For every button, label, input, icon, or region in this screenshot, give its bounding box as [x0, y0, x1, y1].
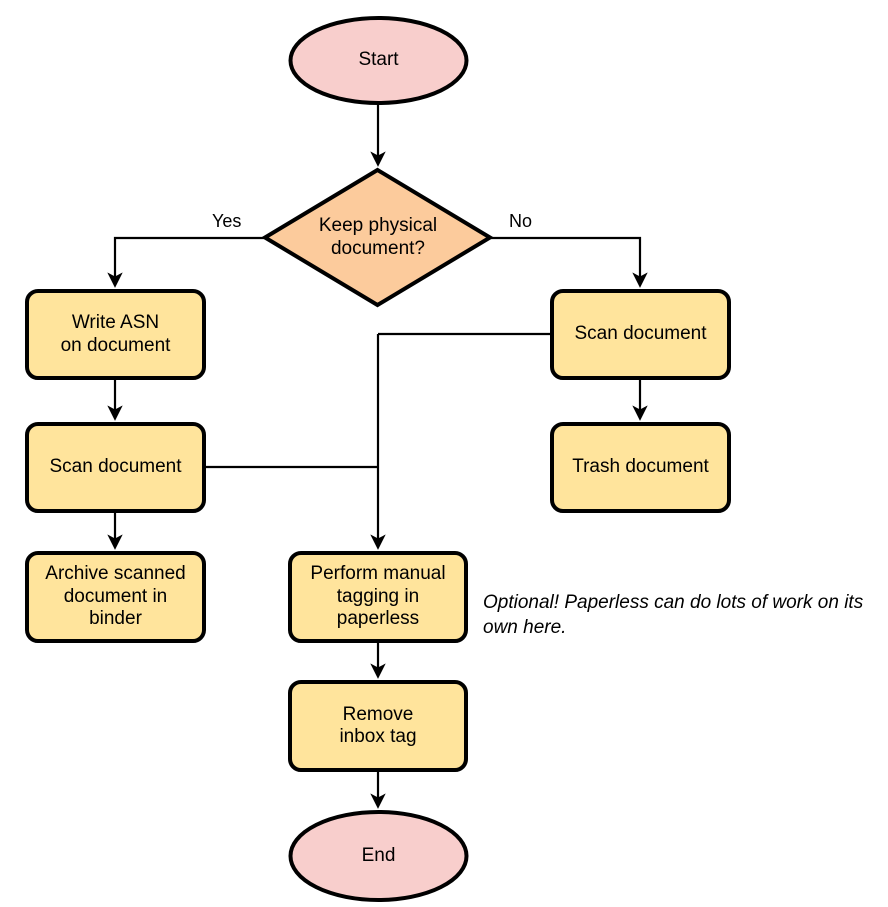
node-trash[interactable]	[552, 424, 729, 511]
node-archive[interactable]	[27, 553, 204, 641]
node-end-shape[interactable]	[288, 810, 469, 902]
edge-decision-yes-to-write-asn	[107, 236, 265, 288]
node-write-asn[interactable]	[27, 291, 204, 378]
node-tagging-shape[interactable]	[288, 551, 468, 643]
node-write-asn-shape[interactable]	[25, 289, 206, 380]
optional-note: Optional! Paperless can do lots of work …	[483, 592, 864, 639]
node-start[interactable]	[290, 18, 467, 103]
node-layer	[25, 16, 731, 902]
edge-layer	[107, 103, 648, 809]
node-start-shape[interactable]	[288, 16, 469, 105]
edge-decision-no-to-scan-right	[490, 236, 648, 288]
node-scan-left-shape[interactable]	[25, 422, 206, 513]
node-end[interactable]	[290, 812, 467, 900]
node-scan-left[interactable]	[27, 424, 204, 511]
node-decision[interactable]	[265, 170, 490, 305]
edge-label-yes: Yes	[212, 211, 242, 231]
node-trash-shape[interactable]	[550, 422, 731, 513]
node-scan-right-shape[interactable]	[550, 289, 731, 380]
node-decision-shape[interactable]	[261, 167, 494, 308]
edge-label-no: No	[509, 211, 533, 231]
node-remove-inbox[interactable]	[290, 682, 466, 770]
node-tagging[interactable]	[290, 553, 466, 641]
node-scan-right[interactable]	[552, 291, 729, 378]
node-remove-inbox-shape[interactable]	[288, 680, 468, 772]
node-archive-shape[interactable]	[25, 551, 206, 643]
